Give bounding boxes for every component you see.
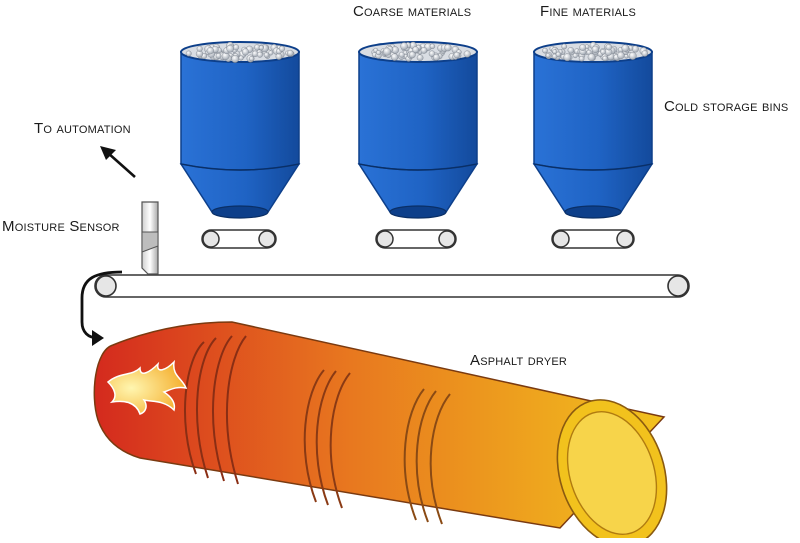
dryer-band-3 (403, 388, 451, 525)
coarse-materials-label: Coarse materials (353, 3, 472, 20)
moisture-sensor-label: Moisture Sensor (2, 218, 120, 235)
fine-materials-label: Fine materials (540, 3, 636, 20)
curved-arrow-icon (80, 270, 123, 346)
arrow-to-automation-icon (100, 146, 136, 178)
asphalt-dryer-label: Asphalt dryer (470, 352, 568, 369)
coarse-materials-bin (179, 41, 301, 219)
main-conveyor-belt (94, 274, 690, 298)
cold-storage-bins-label: Cold storage bins (664, 98, 789, 115)
fine-materials-bin-2 (532, 41, 654, 219)
feeder-belt-1 (201, 229, 277, 249)
flame-icon (106, 359, 188, 415)
dryer-band-1 (183, 335, 247, 485)
to-automation-label: To automation (34, 120, 131, 137)
asphalt-dryer-drum (93, 321, 668, 543)
feeder-belt-2 (375, 229, 457, 249)
fine-materials-bin-1 (357, 41, 479, 219)
moisture-sensor-probe (141, 201, 159, 275)
feeder-belt-3 (551, 229, 635, 249)
dryer-band-2 (303, 369, 351, 509)
